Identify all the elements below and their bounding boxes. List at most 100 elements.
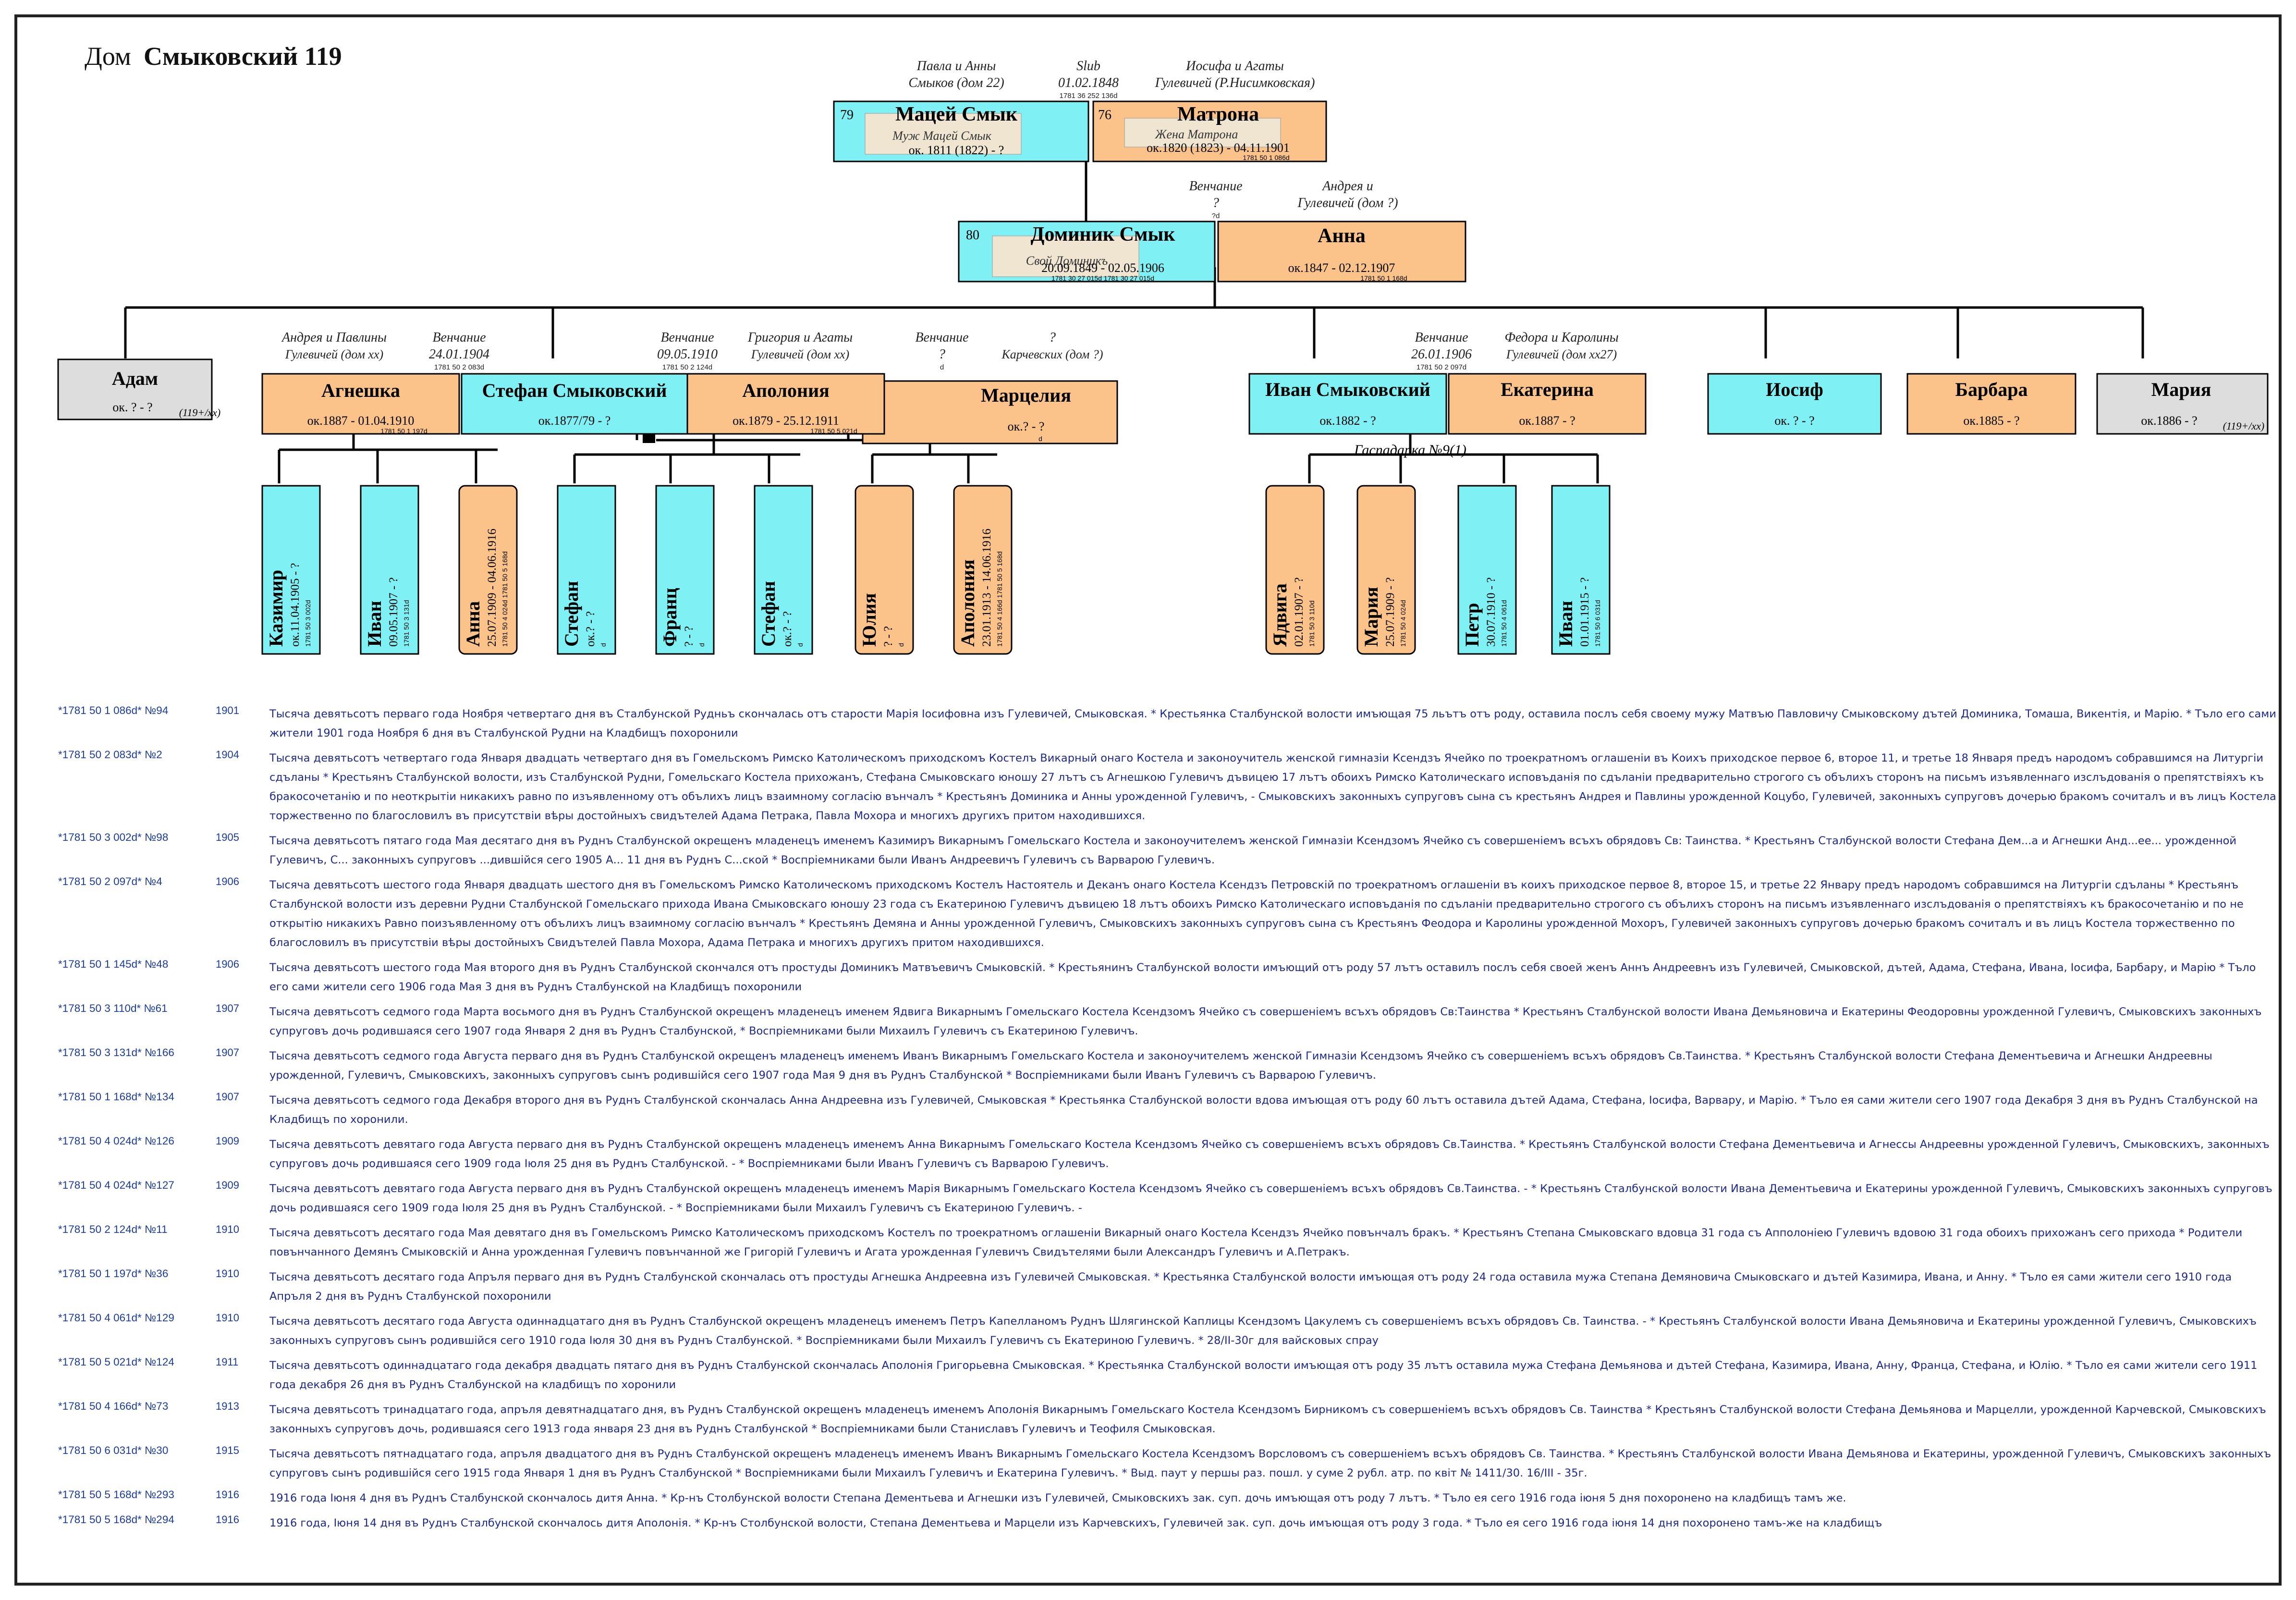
grandchild-ref: 1781 50 3 131d [403,600,410,647]
gen2-wife-parents-line1: Андрея и [1321,179,1373,194]
gen1-marriage-date: 01.02.1848 [1058,75,1119,90]
family-tree-diagram: Павла и Анны Смыков (дом 22) Slub 01.02.… [57,59,2269,655]
marcelia-marriage-label: Венчание [915,330,968,345]
record-year: 1907 [216,1091,239,1103]
grandchild-dates: ? - ? [683,626,696,647]
wife-box-ekaterina [1448,373,1647,435]
grandchild-box [855,485,914,655]
child-name-maria: Мария [2151,379,2211,400]
grandchild-ref: d [698,643,706,647]
gen2-wife-name: Анна [1318,225,1366,247]
wife-box-marcelia [862,380,1118,444]
record-text: 1916 года, Іюня 14 дня въ Руднъ Сталбунс… [269,1517,1882,1529]
record-year: 1907 [216,1002,239,1014]
grandchild-dates: 25.07.1909 - 04.06.1916 [486,529,499,647]
record-source: *1781 50 5 021d* №124 [58,1356,174,1368]
record-source: *1781 50 3 131d* №166 [58,1046,174,1058]
apolonia-parents-line1: Григория и Агаты [747,330,853,345]
agneshka-marriage-date: 24.01.1904 [429,347,489,362]
grandchild-name: Анна [462,601,484,647]
child-note-adam: (119+/xx) [179,406,221,418]
grandchild-box [754,485,813,655]
grandchild-dates: ок.? - ? [781,611,794,647]
record-source: *1781 50 2 124d* №11 [58,1223,168,1235]
record-text: Тысяча девятьсотъ седмого года Декабря в… [269,1094,2258,1126]
child-dates-barbara: ок.1885 - ? [1963,414,2019,428]
record-source: *1781 50 6 031d* №30 [58,1444,169,1456]
record-year: 1909 [216,1179,239,1191]
tree-connectors [124,161,2144,483]
child-name-stefan: Стефан Смыковский [482,380,667,401]
record-text: Тысяча девятьсотъ седмого года Августа п… [269,1050,2212,1082]
gen2-husband-signature-text: Свой Доминикъ [1026,254,1108,268]
record-text: Тысяча девятьсотъ четвертаго года Января… [269,752,2276,822]
child-box-barbara [1906,373,2076,435]
record-year: 1905 [216,831,239,843]
grandchild-box [557,485,616,655]
grandchild-ref: 1781 50 4 061d [1500,600,1508,647]
gen1-marriage-label: Slub [1076,59,1100,74]
child-dates-maria: ок.1886 - ? [2141,414,2197,428]
gen1-wife-num: 76 [1098,108,1111,123]
child-name-adam: Адам [112,368,158,389]
title-house-name: Смыковский 119 [143,42,342,71]
grandchild-name: Стефан [561,581,582,647]
record-source: *1781 50 1 145d* №48 [58,958,169,970]
grandchild-box [655,485,715,655]
child-box-maria [2096,373,2269,435]
gen1-husband-signature [865,113,1022,155]
gen1-wife-signature [1124,118,1281,148]
grandchild-ref: 1781 50 3 110d [1308,601,1316,647]
marcelia-parents-line1: ? [1049,330,1056,345]
grandchild-name: Петр [1461,603,1483,647]
agneshka-marriage-ref: 1781 50 2 083d [434,363,484,371]
grandchild-ref: d [897,643,905,647]
gen2-marriage-date: ? [1212,196,1219,210]
gen1-husband-signature-text: Муж Мацей Смык [892,129,992,143]
gen1-wife-name: Матрона [1177,103,1259,125]
grandchild-name: Иван [1555,601,1576,647]
grandchild-dates: 01.01.1915 - ? [1578,578,1591,647]
gen1-husband-parents-line2: Смыков (дом 22) [908,75,1004,90]
record-year: 1911 [216,1356,239,1368]
record-text: Тысяча девятьсотъ пятнадцатаго года, апр… [269,1448,2272,1479]
grandchild-dates: ? - ? [882,626,895,647]
record-source: *1781 50 1 086d* №94 [58,704,169,716]
ekaterina-parents-line1: Федора и Каролины [1504,330,1618,345]
record-year: 1913 [216,1400,239,1412]
marcelia-parents-line2: Карчевских (дом ?) [1001,347,1103,361]
record-text: Тысяча девятьсотъ перваго года Ноября че… [269,708,2276,739]
gen2-husband-refs: 1781 30 27 015d 1781 30 27 015d [1051,274,1154,282]
grandchild-dates: 25.07.1909 - ? [1384,578,1397,647]
grandchild-box [953,485,1013,655]
marcelia-marriage-ref: d [940,363,944,371]
grandchild-dates: 30.07.1910 - ? [1485,578,1498,647]
record-year: 1901 [216,704,239,716]
apolonia-marriage-ref: 1781 50 2 124d [662,363,712,371]
record-source: *1781 50 4 024d* №126 [58,1135,174,1147]
child-box-iosif [1707,373,1882,435]
marcelia-marriage-date: ? [939,347,945,362]
grandchild-box [458,485,518,655]
record-text: Тысяча девятьсотъ девятаго года Августа … [269,1138,2270,1170]
record-year: 1910 [216,1312,239,1324]
child-dates-stefan: ок.1877/79 - ? [538,414,611,428]
record-text: Тысяча девятьсотъ десятаго года Мая девя… [269,1227,2243,1258]
gen1-couple: Павла и Анны Смыков (дом 22) Slub 01.02.… [833,59,1327,162]
page-title: Дом Смыковский 119 [85,41,342,71]
ekaterina-marriage-date: 26.01.1906 [1411,347,1472,362]
wife-ref-marcelia: d [1038,435,1042,443]
child-dates-iosif: ок. ? - ? [1774,414,1814,428]
grandchild-name: Иван [364,601,385,647]
title-label: Дом [85,42,131,71]
